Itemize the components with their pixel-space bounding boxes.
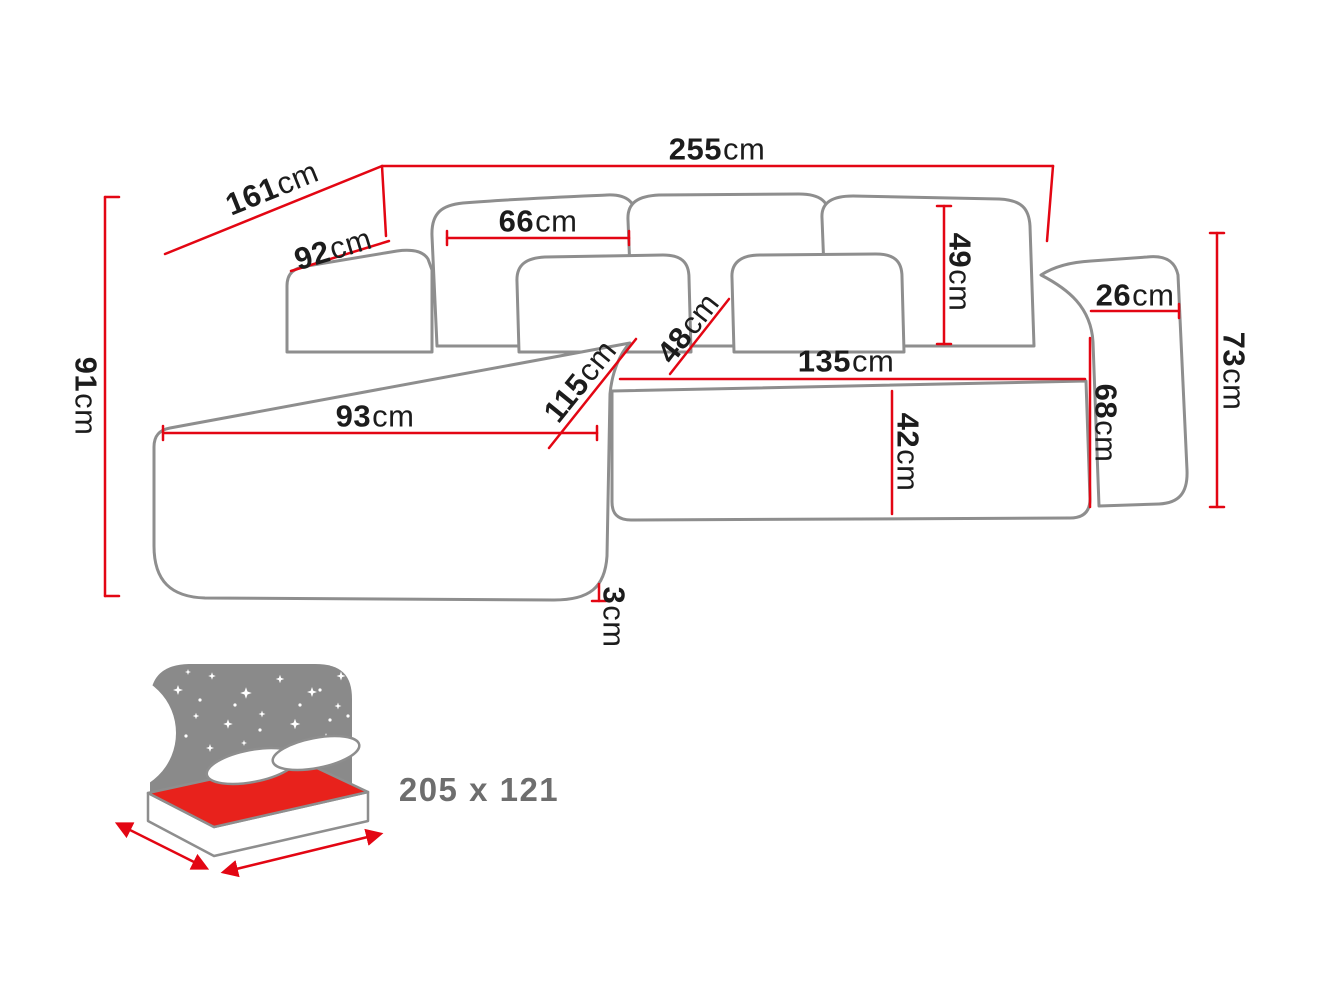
stars-decoration [173, 669, 350, 763]
dim-label-seat-width: 135cm [797, 343, 895, 379]
front-pillow-right [730, 252, 906, 354]
front-pillow-left [515, 253, 693, 354]
dim-label-chaise-width: 93cm [335, 398, 415, 434]
sleeping-area-arrows [114, 822, 384, 878]
sofa-outline-drawing [152, 192, 1189, 602]
dim-label-total-height: 73cm [1216, 331, 1252, 411]
right-armrest [1039, 255, 1189, 508]
dim-label-seat-cushion-depth: 42cm [890, 412, 926, 492]
dim-label-right-armrest-height: 68cm [1088, 383, 1124, 463]
bed-icon [56, 664, 384, 878]
moon-crescent-cutout [56, 673, 176, 793]
dim-label-total-depth: 91cm [68, 356, 104, 436]
left-armrest [285, 248, 434, 354]
dim-label-right-armrest-width: 26cm [1095, 277, 1175, 313]
dim-label-leg-height: 3cm [596, 586, 632, 648]
sleeping-area-size-label: 205 x 121 [398, 771, 560, 808]
dim-label-back-cushion-height: 49cm [942, 232, 978, 312]
main-seat-front [610, 379, 1092, 522]
pillow-right [271, 734, 361, 772]
chaise-body [152, 341, 632, 602]
dim-label-back-cushion-width: 66cm [498, 203, 578, 239]
dimension-lines [103, 164, 1226, 603]
dim-label-total-width: 255cm [668, 131, 766, 167]
